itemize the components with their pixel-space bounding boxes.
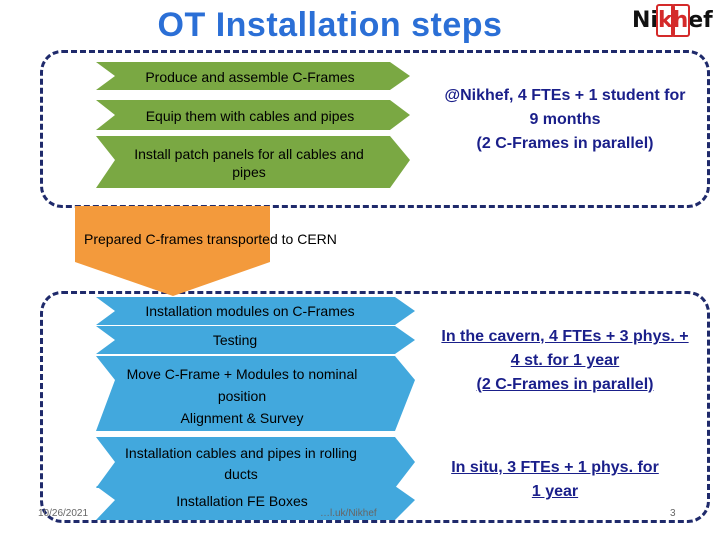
step-produce-label: Produce and assemble C-Frames — [145, 69, 355, 85]
nikhef-logo: Nikhef — [632, 4, 713, 37]
cavern-parallel-text: (2 C-Frames in parallel) — [476, 376, 654, 393]
step-shape-install-modules — [96, 297, 415, 325]
insitu-effort-note: In situ, 3 FTEs + 1 phys. for 1 year — [450, 456, 660, 504]
footer-date: 10/26/2021 — [38, 508, 89, 519]
page-title: OT Installation steps — [157, 6, 503, 44]
page-number: 3 — [670, 508, 676, 519]
insitu-effort-text: In situ, 3 FTEs + 1 phys. for 1 year — [451, 459, 659, 500]
logo-part-4: ef — [688, 8, 713, 33]
nikhef-parallel-text: (2 C-Frames in parallel) — [476, 135, 654, 152]
logo-part-3: h — [672, 8, 689, 33]
step-cables-ducts-label: Installation cables and pipes in rolling… — [125, 445, 357, 482]
step-shape-equip — [96, 100, 410, 130]
step-fe-boxes-label: Installation FE Boxes — [176, 493, 308, 509]
step-shape-testing — [96, 326, 415, 354]
step-shape-move-cframe — [96, 356, 415, 431]
cern-phase-box — [40, 291, 710, 523]
step-shape-patch — [96, 136, 410, 188]
step-equip-label: Equip them with cables and pipes — [145, 108, 355, 124]
logo-part-1: Ni — [632, 8, 658, 33]
step-transport-label: Prepared C-frames transported to CERN — [84, 231, 337, 247]
step-install-modules-label: Installation modules on C-Frames — [145, 303, 355, 319]
step-patch-label: Install patch panels for all cables and … — [134, 146, 364, 180]
step-shape-transport-arrow — [75, 206, 270, 296]
nikhef-effort-text: @Nikhef, 4 FTEs + 1 student for 9 months — [444, 87, 686, 128]
nikhef-effort-note: @Nikhef, 4 FTEs + 1 student for 9 months… — [440, 84, 690, 156]
step-shape-produce — [96, 62, 410, 90]
nikhef-phase-box — [40, 50, 710, 208]
step-shape-fe-boxes — [96, 486, 415, 520]
step-shape-cables-ducts — [96, 437, 415, 488]
step-testing-label: Testing — [212, 332, 258, 348]
logo-part-2: k — [657, 8, 673, 33]
cavern-effort-note: In the cavern, 4 FTEs + 3 phys. + 4 st. … — [440, 325, 690, 397]
footer-center: …l.uk/Nikhef — [320, 508, 377, 519]
cavern-effort-text: In the cavern, 4 FTEs + 3 phys. + 4 st. … — [441, 328, 689, 369]
step-move-cframe-label: Move C-Frame + Modules to nominal positi… — [126, 366, 358, 426]
